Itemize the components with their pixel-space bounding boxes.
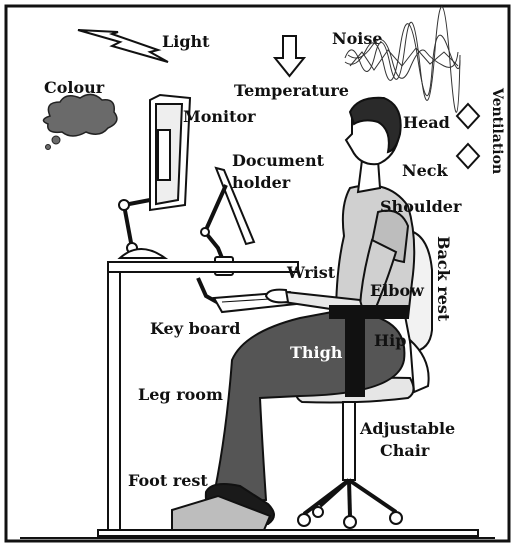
cloud-bubble-2: [46, 145, 51, 150]
label-document-holder-2: holder: [232, 173, 291, 192]
label-ventilation: Ventilation: [489, 87, 505, 174]
label-thigh: Thigh: [290, 343, 343, 362]
down-arrow-icon: [275, 36, 304, 76]
label-back-rest: Back rest: [434, 236, 453, 322]
label-temperature: Temperature: [234, 81, 349, 100]
label-monitor: Monitor: [183, 107, 256, 126]
monitor: [119, 95, 190, 258]
label-head: Head: [403, 113, 450, 132]
lightning-icon: [78, 30, 168, 62]
colour-cloud-icon: [43, 94, 116, 136]
noise-scribble-icon: [345, 7, 460, 112]
label-elbow: Elbow: [370, 281, 425, 300]
label-leg-room: Leg room: [138, 385, 223, 404]
label-hip: Hip: [374, 331, 406, 350]
label-key-board: Key board: [150, 319, 240, 338]
label-wrist: Wrist: [286, 263, 336, 282]
label-adjustable-chair-2: Chair: [380, 441, 430, 460]
label-neck: Neck: [402, 161, 449, 180]
label-adjustable-chair-1: Adjustable: [359, 419, 455, 438]
ventilation-diamond-icon-2: [457, 144, 479, 168]
label-light: Light: [162, 32, 210, 51]
label-noise: Noise: [332, 29, 383, 48]
cloud-bubble-1: [52, 136, 60, 144]
label-colour: Colour: [44, 78, 105, 97]
label-document-holder-1: Document: [232, 151, 325, 170]
ventilation-diamond-icon-1: [457, 104, 479, 128]
label-foot-rest: Foot rest: [128, 471, 208, 490]
label-shoulder: Shoulder: [380, 197, 462, 216]
